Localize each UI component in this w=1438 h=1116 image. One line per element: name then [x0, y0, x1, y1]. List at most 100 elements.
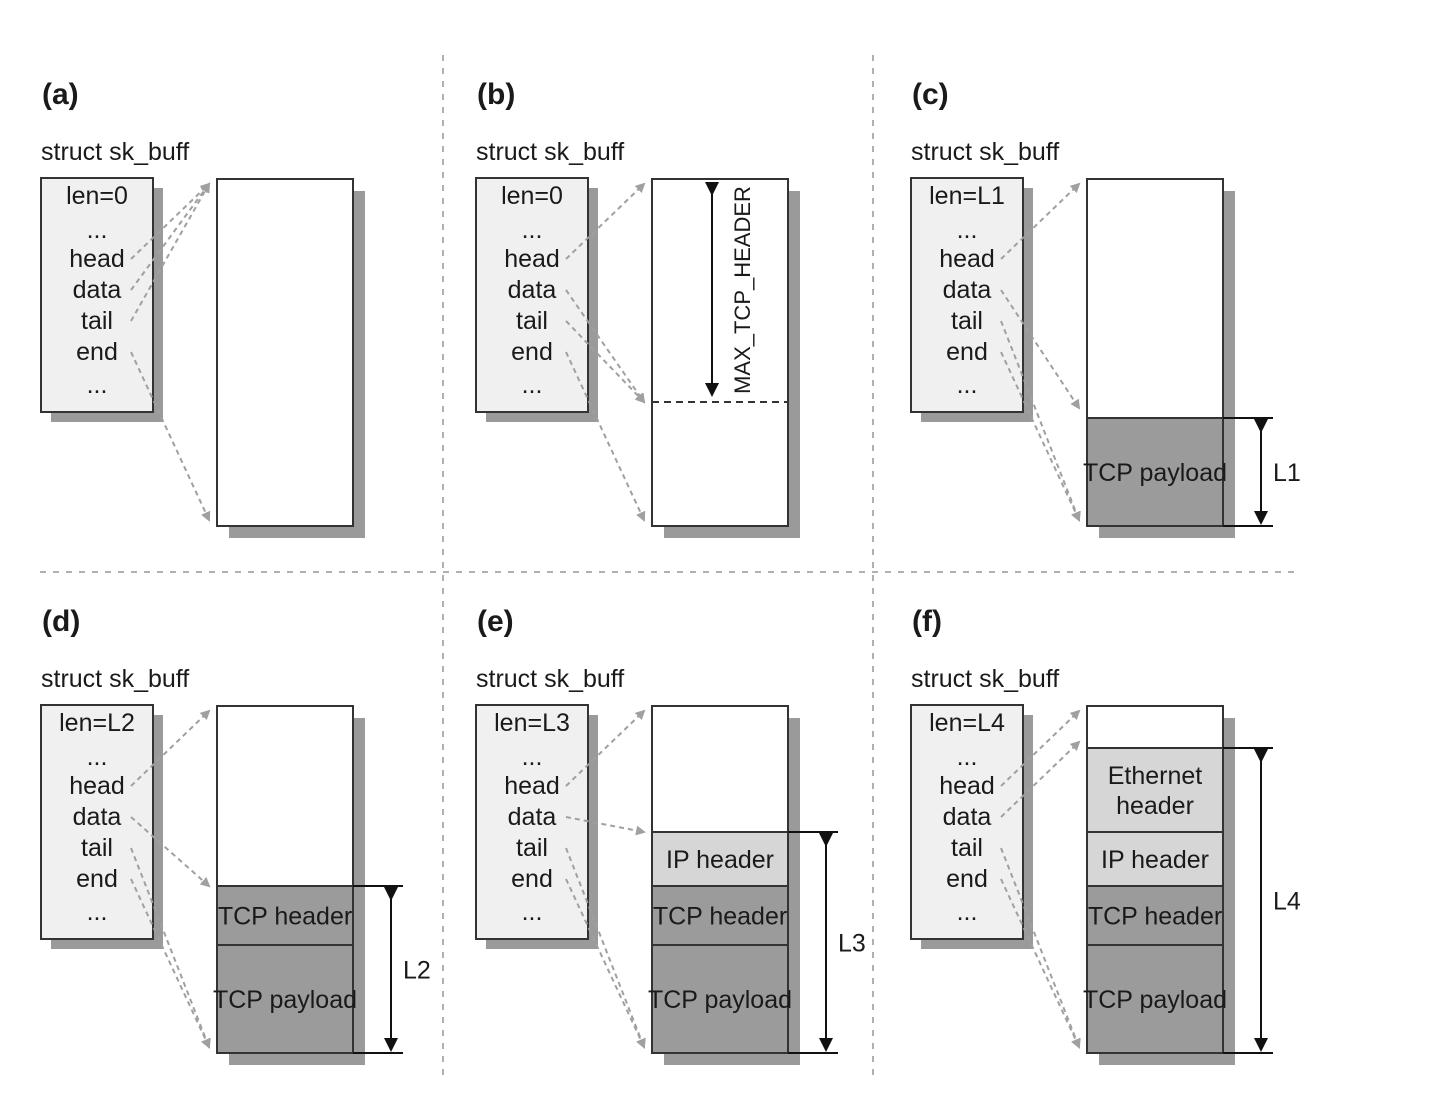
len-field: len=0 [501, 182, 563, 210]
ellipsis-field: ... [957, 371, 978, 399]
segment-label: TCP payload [213, 986, 357, 1014]
data-field: data [508, 276, 557, 304]
struct-box [40, 177, 154, 413]
segment-tcp-header [651, 885, 789, 946]
end-pointer [1000, 351, 1081, 522]
panel-tag: (e) [477, 605, 514, 638]
data-pointer [1000, 289, 1081, 410]
panels: (a)struct sk_bufflen=0...headdatatailend… [40, 78, 1301, 1065]
ellipsis-field: ... [522, 898, 543, 926]
tail-field: tail [951, 307, 983, 335]
ellipsis-field: ... [87, 743, 108, 771]
ellipsis-field: ... [87, 216, 108, 244]
data-field: data [73, 803, 122, 831]
segment-label: TCP header [1088, 903, 1222, 931]
segment-ethernet-header [1086, 747, 1224, 833]
ellipsis-field: ... [522, 371, 543, 399]
tail-field: tail [516, 307, 548, 335]
length-label: L4 [1273, 888, 1301, 916]
struct-label: struct sk_buff [476, 665, 624, 693]
struct-label: struct sk_buff [41, 665, 189, 693]
tail-field: tail [951, 834, 983, 862]
head-pointer [130, 182, 211, 260]
data-field: data [943, 803, 992, 831]
struct-label: struct sk_buff [911, 138, 1059, 166]
panel-f: (f)struct sk_bufflen=L4...headdatatailen… [910, 605, 1301, 1065]
end-field: end [511, 865, 553, 893]
ellipsis-field: ... [87, 371, 108, 399]
segment-label: TCP payload [1083, 986, 1227, 1014]
ellipsis-field: ... [957, 898, 978, 926]
panel-tag: (d) [42, 605, 80, 638]
length-label: L1 [1273, 459, 1301, 487]
struct-box [40, 704, 154, 940]
data-pointer [130, 182, 211, 291]
segment-label: TCP header [218, 903, 352, 931]
end-field: end [511, 338, 553, 366]
end-pointer [565, 878, 646, 1049]
head-field: head [69, 245, 125, 273]
ellipsis-field: ... [957, 743, 978, 771]
head-field: head [504, 245, 560, 273]
panel-d: (d)struct sk_bufflen=L2...headdatatailen… [40, 605, 431, 1065]
segment-tcp-header [216, 885, 354, 946]
data-field: data [508, 803, 557, 831]
segment-label: header [1116, 792, 1194, 820]
length-label: L2 [403, 957, 431, 985]
tail-field: tail [81, 834, 113, 862]
head-field: head [939, 245, 995, 273]
segment-label: IP header [1101, 846, 1209, 874]
head-pointer [1000, 182, 1081, 260]
tail-field: tail [81, 307, 113, 335]
panel-tag: (b) [477, 78, 515, 111]
panel-b: (b)struct sk_bufflen=0...headdatatailend… [475, 78, 800, 538]
length-label: L3 [838, 930, 866, 958]
end-pointer [565, 351, 646, 522]
struct-label: struct sk_buff [41, 138, 189, 166]
panel-tag: (f) [912, 605, 942, 638]
segment-tcp-payload [216, 944, 354, 1054]
struct-box [475, 177, 589, 413]
ellipsis-field: ... [522, 216, 543, 244]
ellipsis-field: ... [522, 743, 543, 771]
head-field: head [504, 772, 560, 800]
ellipsis-field: ... [957, 216, 978, 244]
head-field: head [69, 772, 125, 800]
len-field: len=L4 [929, 709, 1005, 737]
struct-box [475, 704, 589, 940]
panel-c: (c)struct sk_bufflen=L1...headdatatailen… [910, 78, 1301, 538]
len-field: len=0 [66, 182, 128, 210]
buffer-box [651, 178, 789, 527]
len-field: len=L2 [59, 709, 135, 737]
segment-ip-header [1086, 831, 1224, 887]
data-field: data [943, 276, 992, 304]
head-pointer [565, 709, 646, 787]
segment-label: IP header [666, 846, 774, 874]
struct-label: struct sk_buff [911, 665, 1059, 693]
panel-dividers [40, 55, 1300, 1080]
segment-tcp-payload [1086, 944, 1224, 1054]
head-pointer [1000, 709, 1081, 787]
struct-box [910, 177, 1024, 413]
panel-a: (a)struct sk_bufflen=0...headdatatailend… [40, 78, 365, 538]
buffer-box [216, 178, 354, 527]
panel-tag: (a) [42, 78, 79, 111]
panel-tag: (c) [912, 78, 949, 111]
tail-field: tail [516, 834, 548, 862]
data-pointer [565, 289, 646, 404]
end-field: end [76, 865, 118, 893]
ellipsis-field: ... [87, 898, 108, 926]
len-field: len=L1 [929, 182, 1005, 210]
head-pointer [130, 709, 211, 787]
struct-label: struct sk_buff [476, 138, 624, 166]
segment-ip-header [651, 831, 789, 887]
end-field: end [946, 338, 988, 366]
struct-box [910, 704, 1024, 940]
data-pointer [1000, 740, 1081, 818]
segment-label: Ethernet [1108, 762, 1203, 790]
panel-e: (e)struct sk_bufflen=L3...headdatatailen… [475, 605, 866, 1065]
end-pointer [130, 878, 211, 1049]
segment-tcp-payload [1086, 417, 1224, 527]
segment-label: TCP header [653, 903, 787, 931]
end-pointer [1000, 878, 1081, 1049]
